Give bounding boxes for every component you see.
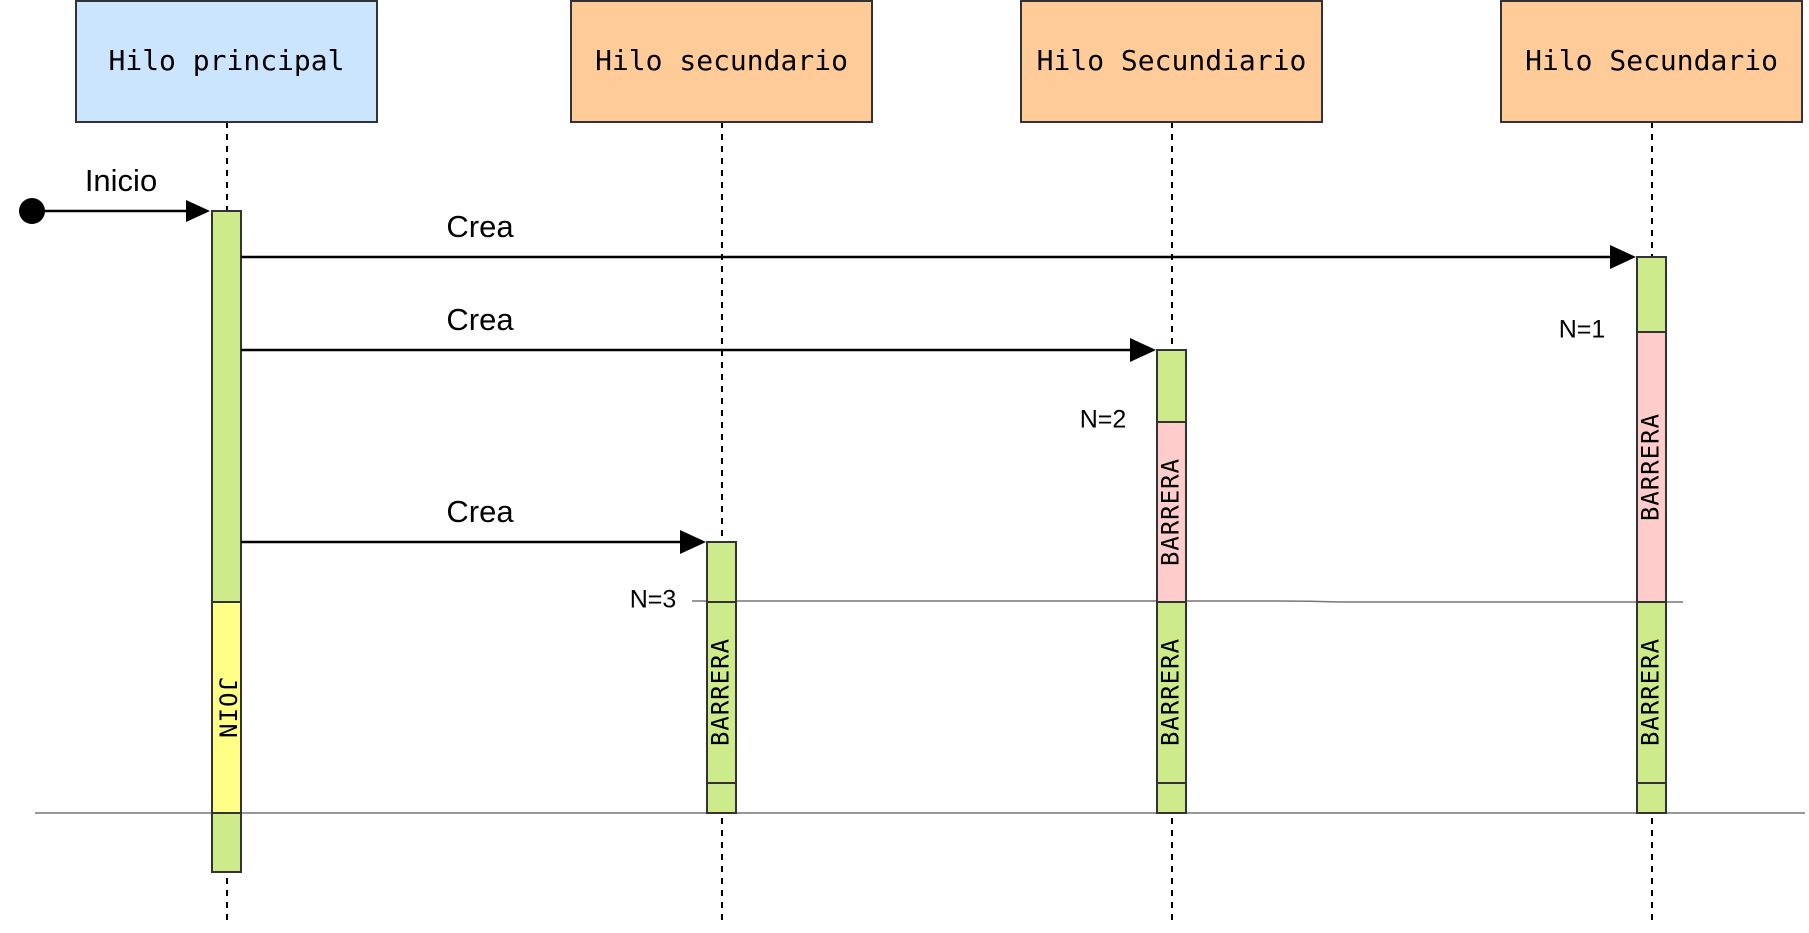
sec1-barrier-pass-label: BARRERA	[707, 638, 735, 746]
activation-sec1-running	[706, 541, 737, 603]
activation-main-join	[211, 601, 242, 814]
lifeline-header-main-label: Hilo principal	[108, 44, 344, 77]
lifeline-header-sec1: Hilo secundario	[570, 0, 873, 123]
activation-main-after-join	[211, 812, 242, 873]
lifeline-header-sec2-box	[1020, 0, 1323, 123]
sec2-barrier-pass-label: BARRERA	[1157, 638, 1185, 746]
lifelines	[226, 122, 1653, 925]
activation-sec3-running	[1636, 256, 1667, 333]
create-sec1-label: Crea	[446, 494, 514, 529]
lifeline-header-sec2: Hilo Secundiario	[1020, 0, 1323, 123]
lifeline-header-main: Hilo principal	[75, 0, 378, 123]
activation-sec1	[706, 541, 737, 814]
create-sec1-arrow-head	[680, 530, 706, 554]
activation-sec1-end	[706, 782, 737, 814]
start-arrow-head	[186, 200, 210, 222]
counter-sec3: N=1	[1559, 316, 1606, 344]
activation-sec2-barrier-pass	[1156, 601, 1187, 784]
create-sec2-arrow-head	[1130, 338, 1156, 362]
counter-sec1: N=3	[630, 586, 677, 614]
create-message-sec1: Crea	[241, 494, 706, 554]
join-label: JOIN	[214, 677, 242, 739]
counter-sec2: N=2	[1080, 406, 1127, 434]
start-label: Inicio	[85, 163, 157, 198]
create-sec3-label: Crea	[446, 209, 514, 244]
sec3-barrier-wait-label: BARRERA	[1637, 413, 1665, 521]
barrier-sync-line	[692, 600, 1683, 603]
lifeline-header-sec3: Hilo Secundario	[1500, 0, 1803, 123]
activation-sec2-running	[1156, 349, 1187, 423]
activation-sec2-end	[1156, 782, 1187, 814]
lifeline-header-sec1-label: Hilo secundario	[595, 44, 848, 77]
activation-sec3	[1636, 256, 1667, 814]
activation-sec3-end	[1636, 782, 1667, 814]
activation-sec2	[1156, 349, 1187, 814]
lifeline-header-sec2-label: Hilo Secundiario	[1037, 44, 1307, 77]
create-sec3-arrow-head	[1610, 245, 1636, 269]
activation-sec3-barrier-pass	[1636, 601, 1667, 784]
lifeline-header-main-box	[75, 0, 378, 123]
lifeline-header-sec1-box	[570, 0, 873, 123]
create-message-sec2: Crea	[241, 302, 1156, 362]
activation-sec1-barrier-pass	[706, 601, 737, 784]
activation-main	[211, 210, 242, 873]
sec2-barrier-wait-label: BARRERA	[1157, 458, 1185, 566]
create-message-sec3: Crea	[241, 209, 1636, 269]
lifeline-header-sec3-box	[1500, 0, 1803, 123]
sec3-barrier-pass-label: BARRERA	[1637, 638, 1665, 746]
activation-main-running	[211, 210, 242, 603]
start-message: Inicio	[19, 163, 210, 224]
lifeline-header-sec3-label: Hilo Secundario	[1525, 44, 1778, 77]
create-sec2-label: Crea	[446, 302, 514, 337]
